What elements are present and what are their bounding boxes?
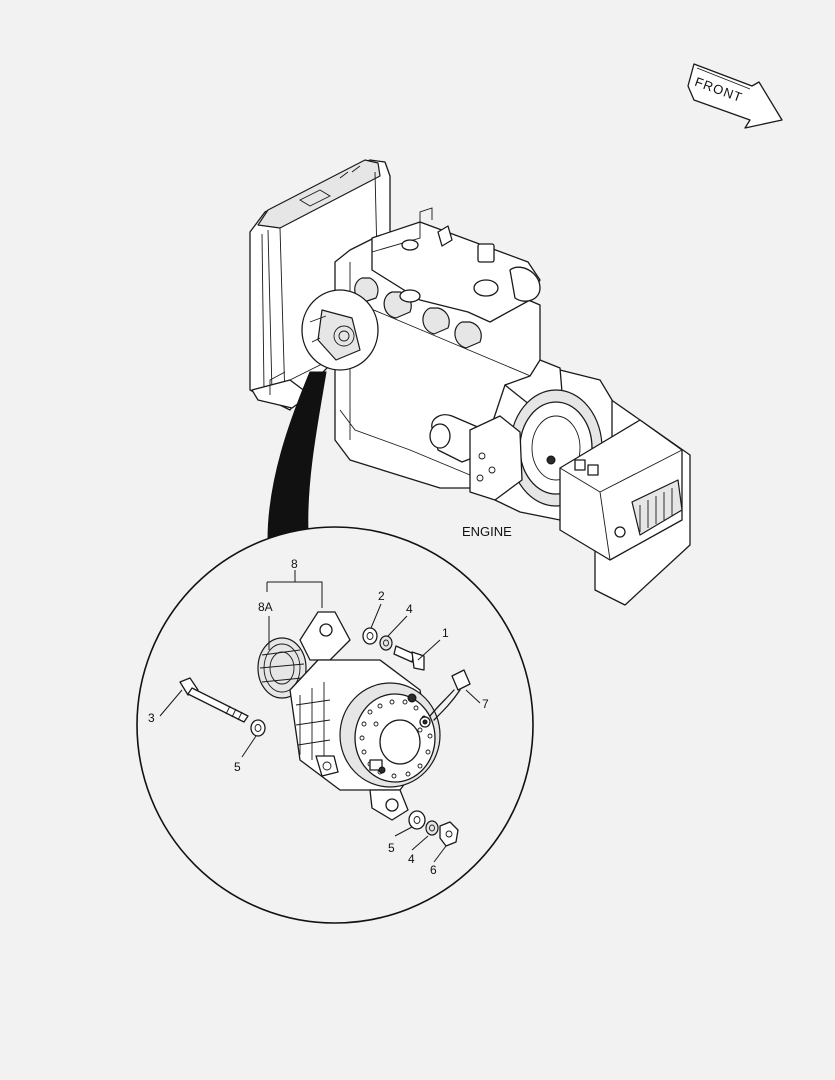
front-direction-arrow: [687, 63, 783, 129]
washer-5b: [408, 810, 426, 830]
lock-washer-4b: [425, 820, 439, 836]
long-bolt: [179, 677, 249, 723]
callout-1: 1: [442, 626, 449, 640]
callout-4-upper: 4: [406, 602, 413, 616]
leader-lines: [159, 570, 481, 863]
alternator-location-circle: [301, 289, 379, 371]
washer-5a: [250, 719, 266, 737]
nut-6: [439, 821, 459, 847]
washer-2: [362, 627, 378, 645]
engine-label: ENGINE: [462, 524, 512, 539]
callout-7: 7: [482, 697, 489, 711]
callout-3: 3: [148, 711, 155, 725]
callout-5-lower: 5: [388, 841, 395, 855]
callout-2: 2: [378, 589, 385, 603]
callout-5-upper: 5: [234, 760, 241, 774]
bolt-1: [393, 645, 425, 671]
engine-block: [334, 207, 691, 606]
callout-8: 8: [291, 557, 298, 571]
callout-4-lower: 4: [408, 852, 415, 866]
wire-harness: [429, 669, 471, 721]
callout-6: 6: [430, 863, 437, 877]
lock-washer-4a: [379, 635, 393, 651]
callout-8a: 8A: [258, 600, 273, 614]
alternator: [257, 611, 441, 821]
